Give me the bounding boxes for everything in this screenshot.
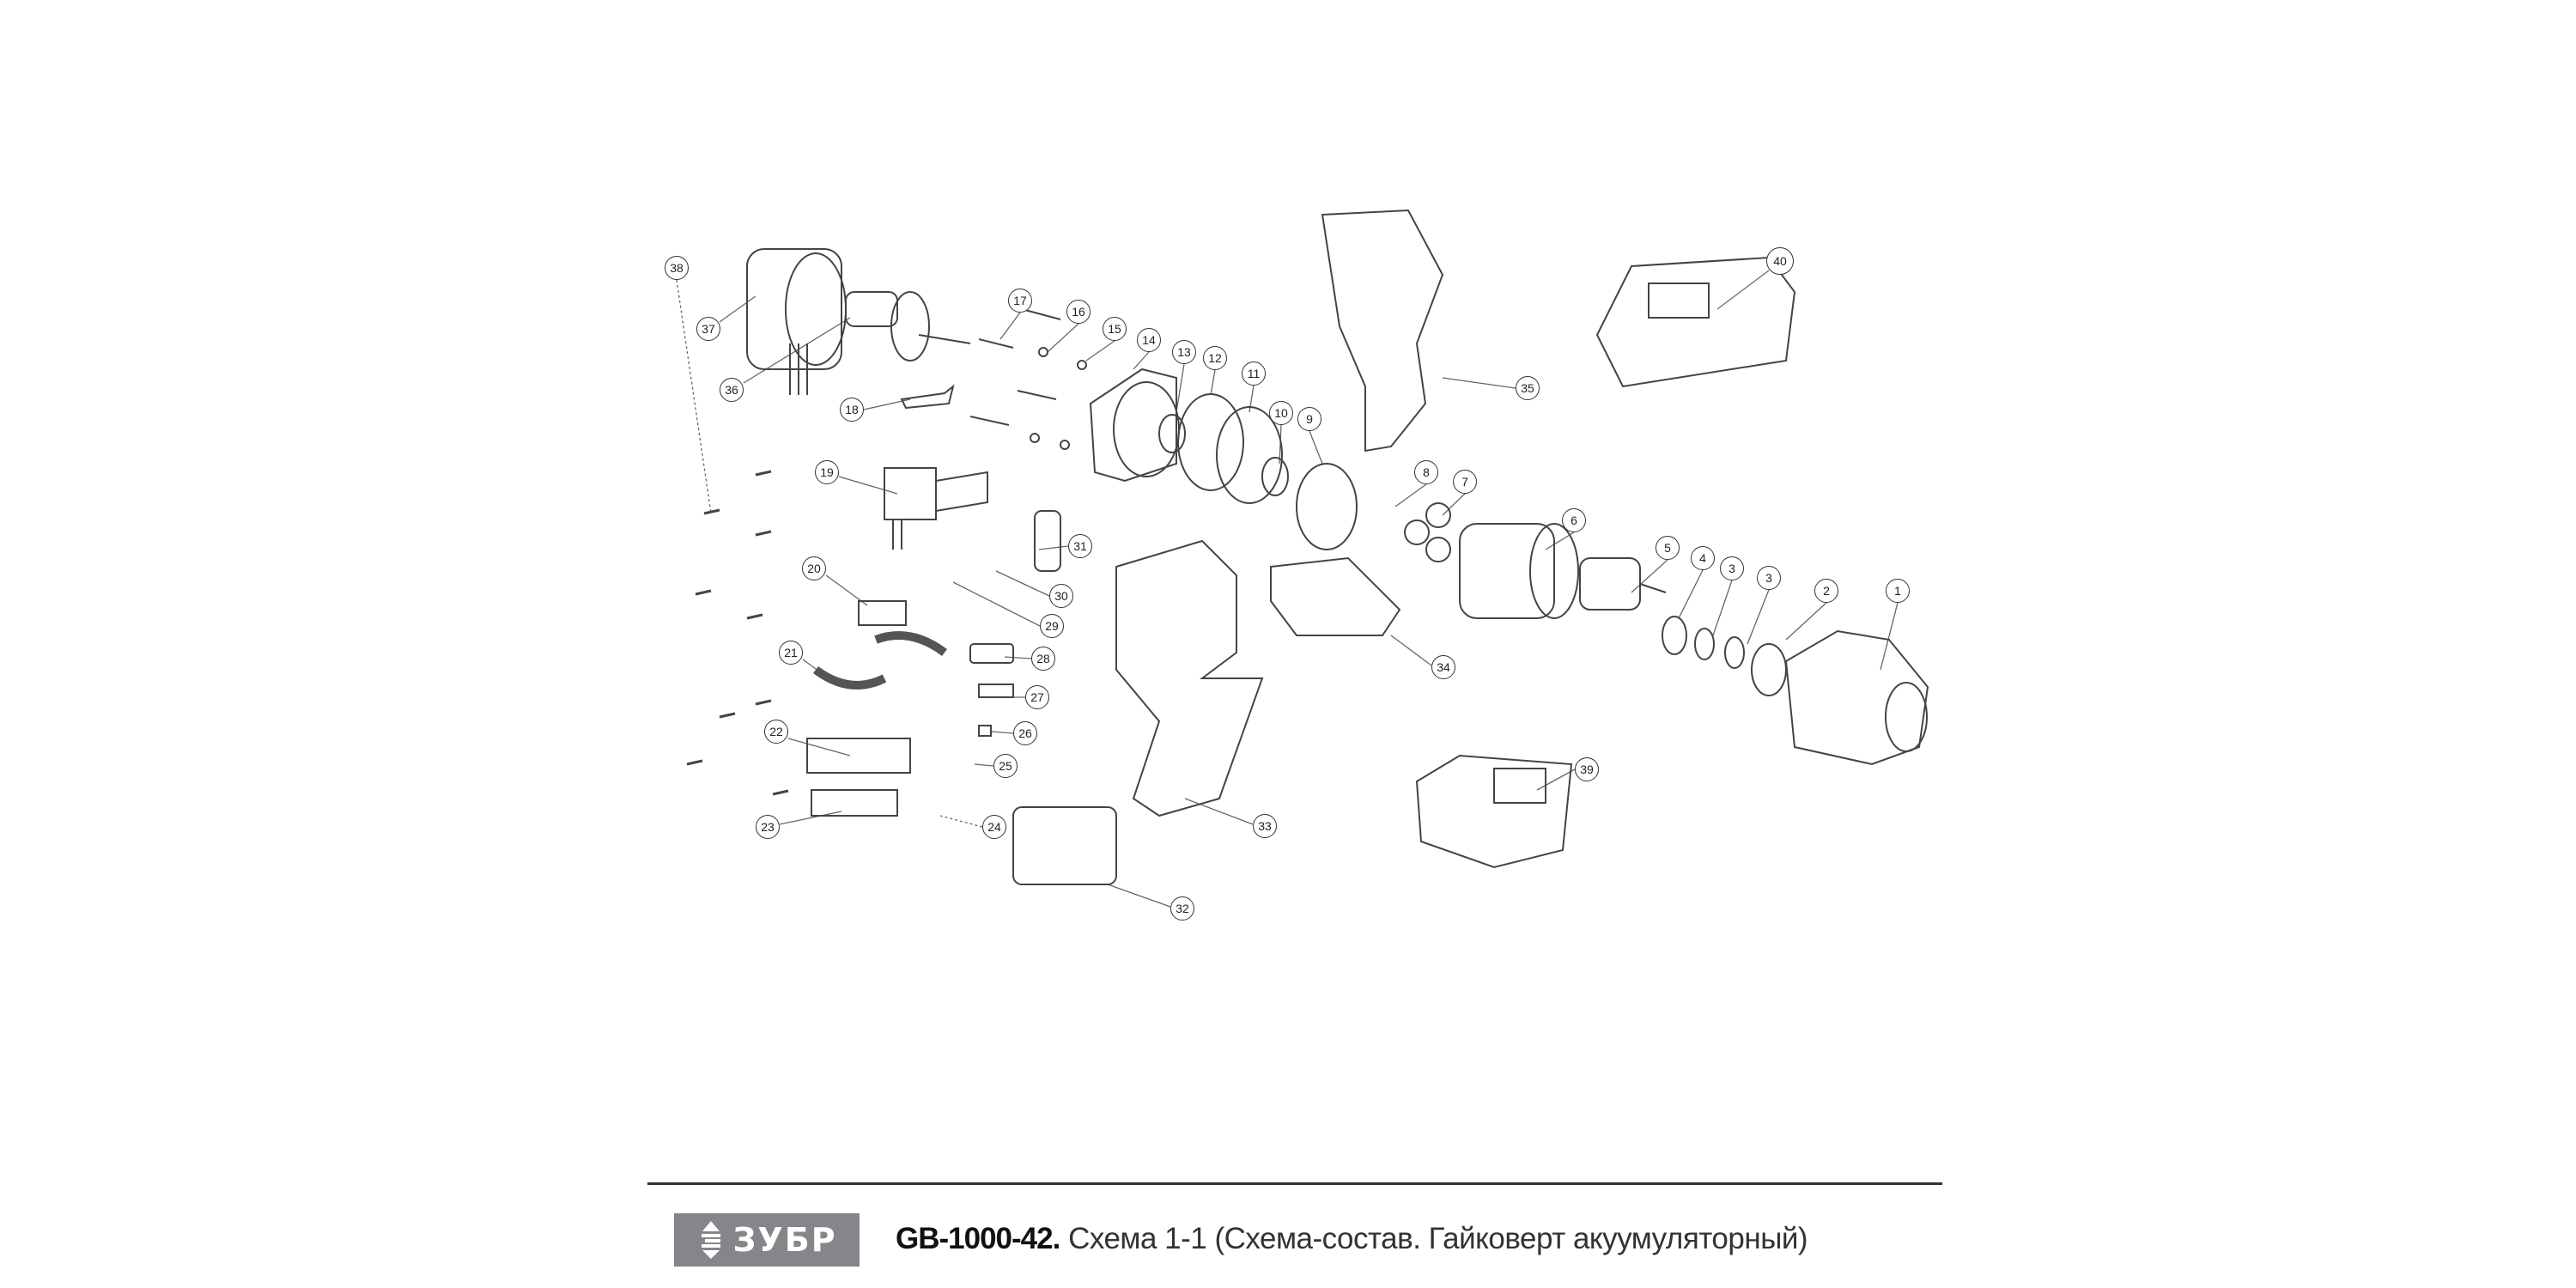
callout-31: 31 — [1068, 534, 1092, 558]
ring-gear-9 — [1296, 463, 1358, 550]
anvil-5 — [1579, 557, 1667, 611]
leader-lines — [676, 270, 1899, 908]
panel-28 — [969, 643, 1014, 664]
callout-8: 8 — [1414, 460, 1438, 484]
bushing-2 — [1751, 643, 1787, 696]
bearing-10 — [1261, 457, 1289, 496]
callout-20: 20 — [802, 556, 826, 580]
callout-29: 29 — [1040, 614, 1064, 638]
washer-3a — [1694, 628, 1715, 660]
callout-17: 17 — [1008, 289, 1032, 313]
callout-22: 22 — [764, 720, 788, 744]
callout-37: 37 — [696, 317, 720, 341]
callout-21: 21 — [779, 641, 803, 665]
terminal-23 — [811, 789, 898, 817]
coil-21b — [874, 631, 947, 657]
callout-4: 4 — [1691, 546, 1715, 570]
small-screws — [686, 470, 789, 796]
screws-part — [969, 308, 1087, 450]
schema-description: Схема 1-1 (Схема-состав. Гайковерт акуум… — [1068, 1222, 1808, 1255]
planet-gears-7 — [1404, 502, 1451, 562]
callout-33: 33 — [1253, 814, 1277, 838]
callout-2: 2 — [1814, 579, 1838, 603]
callout-32: 32 — [1170, 896, 1194, 920]
callout-26: 26 — [1013, 721, 1037, 745]
callout-5: 5 — [1656, 536, 1680, 560]
o-ring-11 — [1216, 406, 1283, 504]
housing-left-35 — [1321, 209, 1444, 453]
callout-12: 12 — [1203, 346, 1227, 370]
brand-logo: ЗУБР — [674, 1213, 860, 1267]
callout-18: 18 — [840, 398, 864, 422]
coil-21 — [813, 665, 887, 690]
callout-24: 24 — [982, 815, 1006, 839]
logo-text: ЗУБР — [732, 1221, 837, 1259]
callout-6: 6 — [1562, 508, 1586, 532]
callout-7: 7 — [1453, 470, 1477, 494]
callout-25: 25 — [993, 754, 1018, 778]
callout-13: 13 — [1172, 340, 1196, 364]
gear-housing-part — [1089, 368, 1186, 483]
model-number: GB-1000-42. — [896, 1222, 1060, 1255]
board-22 — [806, 738, 911, 774]
lever-18 — [900, 384, 955, 410]
battery-39 — [1415, 754, 1573, 869]
washer-4 — [1662, 616, 1687, 655]
stator-part — [746, 248, 847, 395]
button-26 — [978, 725, 992, 737]
o-ring-12 — [1177, 393, 1244, 491]
callout-40: 40 — [1766, 247, 1794, 275]
callout-19: 19 — [815, 460, 839, 484]
callout-10: 10 — [1269, 401, 1293, 425]
callout-30: 30 — [1049, 584, 1073, 608]
callout-39: 39 — [1575, 757, 1599, 781]
callout-34: 34 — [1431, 655, 1455, 679]
callout-14: 14 — [1137, 328, 1161, 352]
schema-title: GB-1000-42. Схема 1-1 (Схема-состав. Гай… — [896, 1222, 1808, 1256]
housing-right-33 — [1115, 539, 1264, 817]
callout-16: 16 — [1066, 300, 1091, 324]
callout-3: 3 — [1720, 556, 1744, 580]
callout-27: 27 — [1025, 685, 1049, 709]
battery-adapter-34 — [1270, 556, 1401, 636]
box-20 — [858, 600, 907, 626]
pcb-27 — [978, 683, 1014, 698]
callout-3: 3 — [1757, 566, 1781, 590]
hammer-6 — [1459, 523, 1579, 619]
rotor-part — [845, 291, 971, 361]
callout-11: 11 — [1242, 361, 1266, 386]
battery-holder-32 — [1012, 806, 1117, 885]
callout-1: 1 — [1886, 579, 1910, 603]
washer-3b — [1724, 636, 1745, 669]
callout-28: 28 — [1031, 647, 1055, 671]
callout-38: 38 — [665, 256, 689, 280]
callout-15: 15 — [1103, 317, 1127, 341]
front-cover-1 — [1784, 629, 1929, 766]
charger-40 — [1595, 256, 1796, 388]
callout-35: 35 — [1516, 376, 1540, 400]
callout-23: 23 — [756, 815, 780, 839]
callout-36: 36 — [720, 378, 744, 402]
logo-arrow-icon — [702, 1221, 721, 1259]
led-holder-31 — [1034, 510, 1061, 572]
callout-9: 9 — [1297, 407, 1321, 431]
switch-19 — [884, 467, 988, 550]
footer-divider — [647, 1182, 1942, 1185]
